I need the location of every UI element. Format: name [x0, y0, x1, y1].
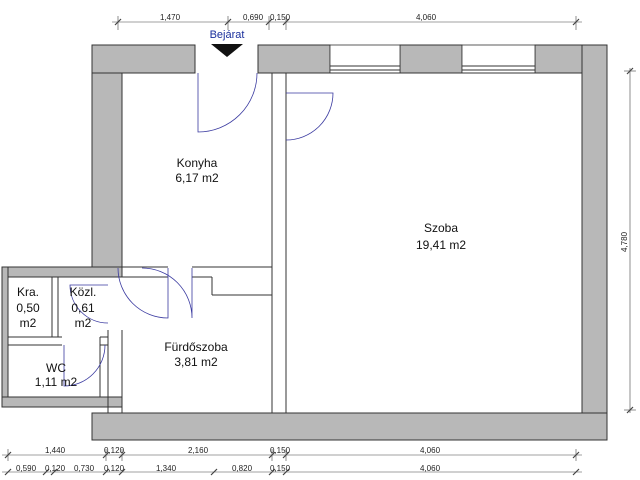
room-wc-area: 1,11 m2	[35, 375, 78, 389]
window-2	[461, 44, 536, 74]
room-szoba-area: 19,41 m2	[416, 238, 466, 252]
room-labels: Konyha 6,17 m2 Szoba 19,41 m2 Fürdőszoba…	[16, 156, 466, 389]
doors	[63, 72, 334, 387]
door-kitchen-room	[285, 92, 334, 141]
room-wc-name: WC	[46, 361, 66, 375]
door-bathroom-2	[141, 267, 193, 319]
dim-bottom1-5: 4,060	[420, 446, 441, 455]
interior-walls	[7, 72, 582, 414]
dim-bottom1-2: 0,120	[104, 446, 125, 455]
dim-top-1: 1,470	[160, 13, 181, 22]
dim-bottom1-4: 0,150	[270, 446, 291, 455]
dimensions: 1,470 0,690 0,150 4,060 4,780 1,440 0,12…	[2, 13, 636, 476]
door-entrance	[197, 72, 258, 133]
dim-bottom2-7: 0,150	[270, 464, 291, 473]
dim-bottom2-4: 0,120	[104, 464, 125, 473]
dim-bottom2-6: 0,820	[232, 464, 253, 473]
door-wc	[63, 344, 106, 387]
dim-bottom2-2: 0,120	[45, 464, 66, 473]
wall-top-mid	[257, 44, 331, 74]
dim-bottom2-1: 0,590	[16, 464, 37, 473]
room-kozlekedo-name: Közl.	[70, 285, 97, 299]
dim-bottom1-3: 2,160	[188, 446, 209, 455]
dim-top-4: 4,060	[416, 13, 437, 22]
room-kamra-area-value: 0,50	[16, 301, 40, 315]
dim-top-3: 0,150	[270, 13, 291, 22]
room-konyha-area: 6,17 m2	[175, 171, 219, 185]
door-bathroom	[117, 267, 169, 319]
entrance-marker: Bejárat	[210, 29, 245, 57]
windows	[329, 44, 536, 74]
door-pantry	[69, 284, 109, 324]
window-1	[329, 44, 401, 74]
dim-right-1: 4,780	[620, 231, 629, 252]
room-furdoszoba-name: Fürdőszoba	[164, 340, 228, 354]
room-furdoszoba-area: 3,81 m2	[174, 355, 218, 369]
entrance-label: Bejárat	[210, 29, 245, 41]
wall-left	[91, 44, 123, 268]
dim-bottom2-3: 0,730	[74, 464, 95, 473]
entrance-arrow-icon	[211, 44, 243, 57]
wall-annex-top	[1, 266, 123, 278]
dim-bottom1-1: 1,440	[45, 446, 66, 455]
room-szoba-name: Szoba	[424, 221, 458, 235]
room-kamra-area-unit: m2	[20, 316, 37, 330]
room-kozlekedo-area-unit: m2	[75, 316, 92, 330]
dim-bottom2-5: 1,340	[156, 464, 177, 473]
dim-top-2: 0,690	[243, 13, 264, 22]
wall-annex-bottom	[1, 396, 123, 408]
wall-top-left	[91, 44, 196, 74]
wall-bottom	[91, 412, 608, 441]
wall-right	[581, 44, 608, 441]
wall-annex-left	[1, 266, 9, 408]
room-kamra-name: Kra.	[17, 285, 39, 299]
walls	[1, 44, 608, 441]
wall-top-pier-1	[399, 44, 463, 74]
room-kozlekedo-area-value: 0,61	[71, 301, 95, 315]
dim-bottom2-8: 4,060	[420, 464, 441, 473]
room-konyha-name: Konyha	[177, 156, 218, 170]
